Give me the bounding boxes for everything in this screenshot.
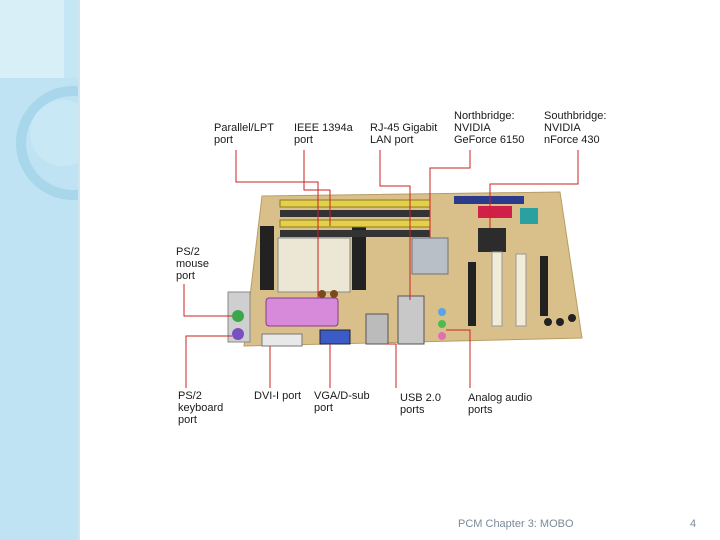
label-rj45-port: RJ-45 Gigabit LAN port (370, 122, 438, 146)
dimm-slot-2 (280, 210, 430, 217)
decorative-sidebar (0, 0, 80, 540)
label-audio-ports: Analog audio ports (468, 392, 533, 416)
parallel-port-connector (265, 297, 339, 327)
callout-line-rj45 (379, 150, 411, 300)
cpu-socket (277, 237, 351, 293)
vga-connector (319, 329, 351, 345)
audio-jack-pink (438, 332, 446, 340)
audio-jack-blue (438, 308, 446, 316)
callout-lines (183, 150, 579, 388)
sata-connectors (520, 208, 538, 224)
callout-line-southbridge (489, 150, 579, 228)
label-ps2-keyboard-port: PS/2 keyboard port (178, 390, 224, 426)
callout-line-ps2-mouse (183, 284, 232, 317)
audio-jack-green (438, 320, 446, 328)
capacitor (330, 290, 338, 298)
callout-line-northbridge (429, 150, 471, 238)
capacitor (556, 318, 564, 326)
northbridge-heatsink (411, 237, 449, 275)
dimm-slot-3 (279, 219, 431, 228)
callout-line-ps2-keyboard (185, 335, 232, 388)
label-parallel-port: Parallel/LPT port (214, 122, 274, 146)
label-ps2-mouse-port: PS/2 mouse port (176, 246, 210, 282)
label-southbridge: Southbridge: NVIDIA nForce 430 (544, 110, 607, 146)
sidebar-stripe (64, 0, 78, 78)
dimm-slot-4 (280, 230, 430, 237)
cpu-retention-right (352, 226, 366, 290)
usb-connector-stack-1 (365, 313, 389, 345)
ps2-keyboard-connector (232, 328, 244, 340)
callout-line-audio (446, 329, 471, 388)
rj45-usb-stack (397, 295, 425, 345)
sidebar-ring-inner (30, 100, 78, 166)
label-ieee-port: IEEE 1394a port (294, 122, 353, 146)
callout-line-ieee (303, 150, 331, 226)
callout-line-usb (386, 343, 397, 388)
ps2-mouse-connector (232, 310, 244, 322)
label-dvi-port: DVI-I port (254, 390, 302, 402)
floppy-connector (478, 206, 512, 218)
pci-slot-2 (515, 253, 527, 327)
pcie-x1-slot (540, 256, 548, 316)
capacitor (568, 314, 576, 322)
label-northbridge: Northbridge: NVIDIA GeForce 6150 (454, 110, 525, 146)
cpu-retention-left (260, 226, 274, 290)
ide-connector (454, 196, 524, 204)
dimm-slot-1 (279, 199, 431, 208)
label-usb-ports: USB 2.0 ports (400, 392, 441, 416)
label-vga-port: VGA/D-sub port (314, 390, 370, 414)
dvi-connector (261, 333, 303, 347)
page-number: 4 (690, 518, 697, 530)
pcie-x16-slot (468, 262, 476, 326)
callout-line-parallel (235, 150, 319, 298)
footer-title: PCM Chapter 3: MOBO (458, 518, 574, 530)
southbridge-chip (478, 228, 506, 252)
pci-slot-1 (491, 251, 503, 327)
capacitor (544, 318, 552, 326)
capacitor (318, 290, 326, 298)
